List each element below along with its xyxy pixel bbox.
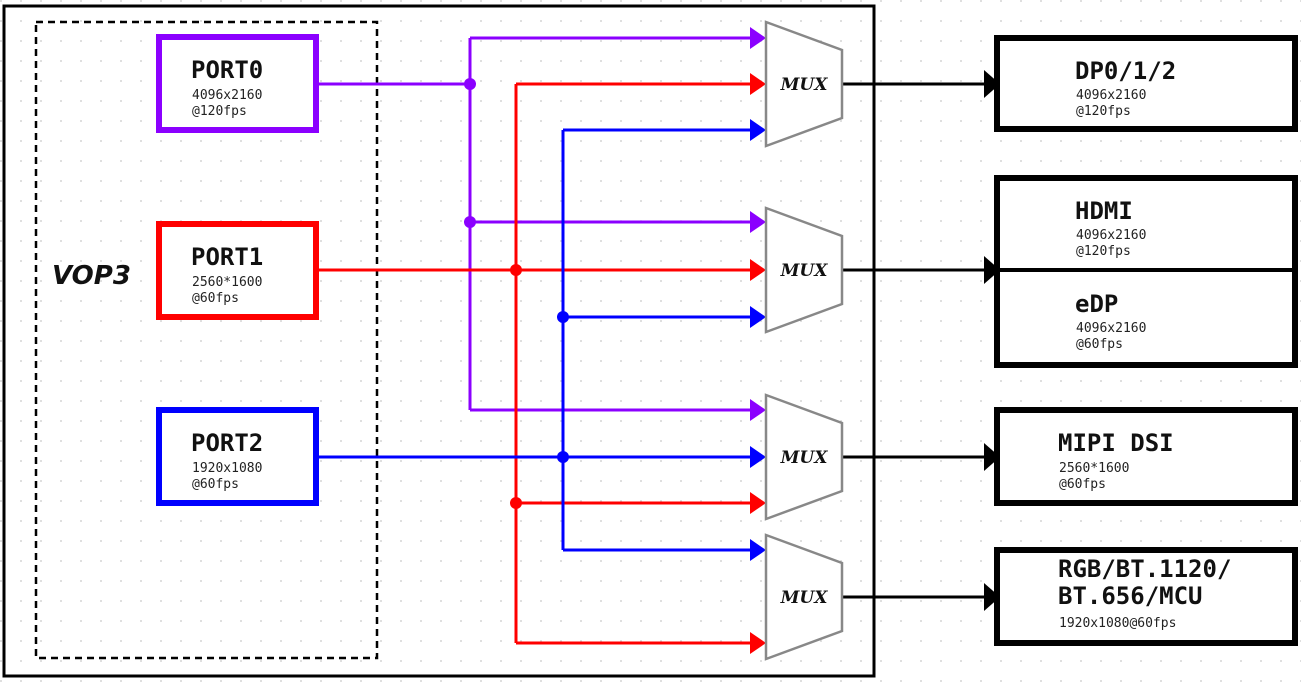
junction-dot xyxy=(464,216,476,228)
output-mipi-resolution: 2560*1600 xyxy=(1059,461,1129,476)
mux-label: MUX xyxy=(780,261,829,281)
output-dp-name: DP0/1/2 xyxy=(1075,57,1176,85)
arrowhead xyxy=(750,399,766,421)
port2-box: PORT2 1920x1080 @60fps xyxy=(156,407,319,506)
port0-box: PORT0 4096x2160 @120fps xyxy=(156,34,319,133)
output-edp-framerate: @60fps xyxy=(1076,337,1123,352)
junction-dot xyxy=(557,311,569,323)
output-hdmi-name: HDMI xyxy=(1075,197,1133,225)
output-rgb-name-line1: RGB/BT.1120/ xyxy=(1058,555,1231,583)
arrowhead xyxy=(750,539,766,561)
junction-dot xyxy=(510,497,522,509)
mux-2: MUX xyxy=(764,393,844,521)
port0-name: PORT0 xyxy=(191,56,263,84)
port1-wires xyxy=(318,82,752,645)
output-hdmi-edp-box: HDMI 4096x2160 @120fps eDP 4096x2160 @60… xyxy=(994,175,1298,368)
output-edp-resolution: 4096x2160 xyxy=(1076,321,1146,336)
arrowhead xyxy=(750,73,766,95)
output-dp-resolution: 4096x2160 xyxy=(1076,88,1146,103)
arrowhead xyxy=(750,306,766,328)
input-arrowheads xyxy=(750,27,766,654)
mux-1: MUX xyxy=(764,206,844,334)
output-hdmi-resolution: 4096x2160 xyxy=(1076,228,1146,243)
output-mipi-name: MIPI DSI xyxy=(1058,429,1174,457)
soc-frame xyxy=(2,4,876,678)
port2-resolution: 1920x1080 xyxy=(192,461,262,476)
output-wires xyxy=(842,82,990,599)
arrowhead xyxy=(984,70,1000,98)
junction-dot xyxy=(557,451,569,463)
arrowhead xyxy=(750,492,766,514)
port1-name: PORT1 xyxy=(191,243,263,271)
vop-frame xyxy=(34,20,379,660)
arrowhead xyxy=(984,256,1000,284)
output-arrowheads xyxy=(984,70,1000,611)
junction-dot xyxy=(464,78,476,90)
port2-framerate: @60fps xyxy=(192,477,239,492)
vop-label: VOP3 xyxy=(52,261,131,291)
port0-resolution: 4096x2160 xyxy=(192,88,262,103)
mux-3: MUX xyxy=(764,533,844,661)
mux-label: MUX xyxy=(780,448,829,468)
mux-label: MUX xyxy=(780,588,829,608)
arrowhead xyxy=(984,443,1000,471)
port2-name: PORT2 xyxy=(191,429,263,457)
arrowhead xyxy=(750,259,766,281)
arrowhead xyxy=(750,211,766,233)
output-hdmi-framerate: @120fps xyxy=(1076,244,1131,259)
port1-box: PORT1 2560*1600 @60fps xyxy=(156,221,319,320)
port0-framerate: @120fps xyxy=(192,104,247,119)
output-mipi-box: MIPI DSI 2560*1600 @60fps xyxy=(994,407,1298,506)
arrowhead xyxy=(750,27,766,49)
output-rgb-box: RGB/BT.1120/ BT.656/MCU 1920x1080@60fps xyxy=(994,547,1298,646)
port1-resolution: 2560*1600 xyxy=(192,275,262,290)
port2-wires xyxy=(318,128,752,552)
junctions xyxy=(464,78,569,509)
arrowhead xyxy=(750,119,766,141)
output-edp-name: eDP xyxy=(1075,290,1118,318)
arrowhead xyxy=(750,446,766,468)
output-rgb-name-line2: BT.656/MCU xyxy=(1058,582,1203,610)
output-rgb-resolution: 1920x1080@60fps xyxy=(1059,616,1176,631)
junction-dot xyxy=(510,264,522,276)
mux-0: MUX xyxy=(764,20,844,148)
port1-framerate: @60fps xyxy=(192,291,239,306)
mux-label: MUX xyxy=(780,75,829,95)
output-dp-box: DP0/1/2 4096x2160 @120fps xyxy=(994,35,1298,132)
arrowhead xyxy=(750,632,766,654)
output-dp-framerate: @120fps xyxy=(1076,104,1131,119)
output-mipi-framerate: @60fps xyxy=(1059,477,1106,492)
arrowhead xyxy=(984,583,1000,611)
